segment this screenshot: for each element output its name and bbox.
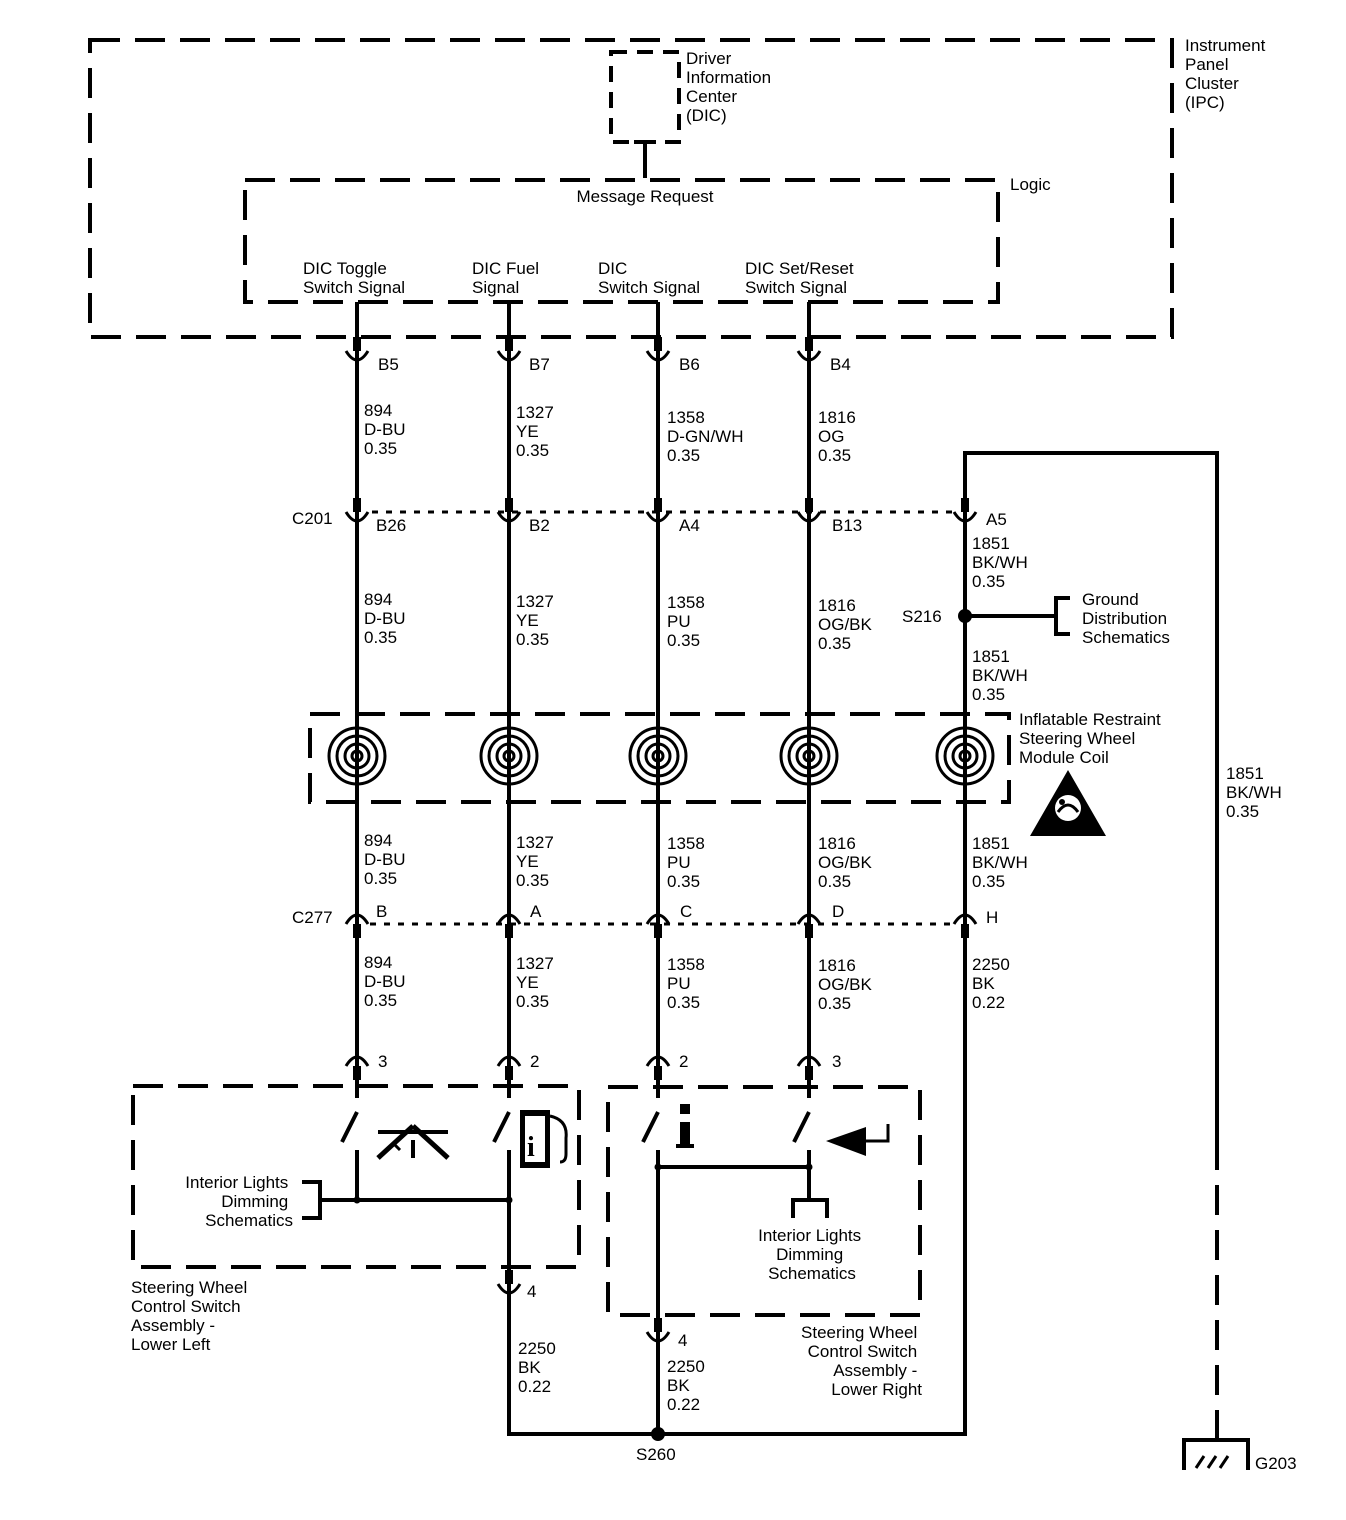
enter-arrow-icon bbox=[826, 1124, 890, 1156]
lane-road-icon bbox=[376, 1124, 450, 1160]
coil-box bbox=[308, 712, 1011, 804]
c201-pin-2: B2 bbox=[529, 516, 550, 535]
message-request-label: Message Request bbox=[576, 187, 713, 206]
c277-pin-c: C bbox=[680, 902, 692, 921]
c201-pin-1: B26 bbox=[376, 516, 406, 535]
ground-dist-ref: Ground Distribution Schematics bbox=[1082, 590, 1172, 647]
signal-toggle: DIC Toggle Switch Signal bbox=[303, 259, 405, 297]
ipc-pin-b4: B4 bbox=[830, 355, 851, 374]
s260-splice bbox=[651, 1427, 665, 1441]
signal-setreset: DIC Set/Reset Switch Signal bbox=[745, 259, 858, 297]
sw-pin-2: 2 bbox=[530, 1052, 539, 1071]
c277-pin-d: D bbox=[832, 902, 844, 921]
ground-icon bbox=[1182, 1438, 1250, 1470]
wire-trunks bbox=[355, 302, 1219, 1436]
signal-switch: DIC Switch Signal bbox=[598, 259, 700, 297]
sw-right-pin-4: 4 bbox=[678, 1331, 687, 1350]
ipc-pin-b7: B7 bbox=[529, 355, 550, 374]
sw-right-label: Steering Wheel Control Switch Assembly -… bbox=[801, 1323, 922, 1399]
sw-left-pin-4: 4 bbox=[527, 1282, 536, 1301]
c201-pin-4: B13 bbox=[832, 516, 862, 535]
coil-label: Inflatable Restraint Steering Wheel Modu… bbox=[1019, 710, 1165, 767]
lights-right-ref: Interior Lights Dimming Schematics bbox=[758, 1226, 866, 1283]
lights-left-bracket bbox=[302, 1180, 322, 1220]
c201-pin-3: A4 bbox=[679, 516, 700, 535]
ipc-pins bbox=[344, 337, 822, 362]
ipc-label: Instrument Panel Cluster (IPC) bbox=[1185, 36, 1270, 112]
s260-label: S260 bbox=[636, 1445, 676, 1464]
ipc-box bbox=[88, 38, 1174, 339]
ground-dist-bracket bbox=[1054, 596, 1070, 636]
logic-label: Logic bbox=[1010, 175, 1051, 194]
c277-pin-h: H bbox=[986, 908, 998, 927]
c277-label: C277 bbox=[292, 908, 333, 927]
junction-dot bbox=[654, 1163, 662, 1171]
fuel-pump-info-icon: i bbox=[520, 1110, 568, 1168]
dic-box bbox=[609, 50, 681, 144]
sw-pin-3: 2 bbox=[679, 1052, 688, 1071]
svg-text:i: i bbox=[527, 1132, 535, 1163]
c201-label: C201 bbox=[292, 509, 333, 528]
coil-spirals bbox=[327, 726, 995, 786]
switch-contact bbox=[340, 1111, 359, 1143]
s216-label: S216 bbox=[902, 607, 942, 626]
c277-pins bbox=[344, 913, 978, 938]
c277-pin-a: A bbox=[530, 902, 542, 921]
sw-left-label: Steering Wheel Control Switch Assembly -… bbox=[131, 1278, 252, 1354]
ipc-pin-b5: B5 bbox=[378, 355, 399, 374]
sw-pin-1: 3 bbox=[378, 1052, 387, 1071]
info-icon bbox=[676, 1104, 694, 1148]
airbag-warning-icon bbox=[1030, 770, 1106, 836]
dic-label: Driver Information Center (DIC) bbox=[686, 49, 776, 125]
switch-bottom-pins bbox=[496, 1270, 671, 1343]
junction-dot bbox=[805, 1163, 813, 1171]
ipc-pin-b6: B6 bbox=[679, 355, 700, 374]
sw-right-box bbox=[606, 1085, 922, 1317]
g203-label: G203 bbox=[1255, 1454, 1297, 1473]
c277-pin-b: B bbox=[376, 902, 387, 921]
switch-contact bbox=[641, 1111, 660, 1143]
junction-dot bbox=[505, 1196, 513, 1204]
c201-pins bbox=[344, 498, 978, 523]
logic-box bbox=[243, 178, 1000, 304]
junction-dot bbox=[353, 1196, 361, 1204]
switch-contact bbox=[492, 1111, 511, 1143]
lights-right-bracket bbox=[791, 1198, 829, 1218]
lights-left-ref: Interior Lights Dimming Schematics bbox=[185, 1173, 293, 1230]
c201-pin-5: A5 bbox=[986, 510, 1007, 529]
switch-contact bbox=[792, 1111, 811, 1143]
sw-pin-4: 3 bbox=[832, 1052, 841, 1071]
signal-fuel: DIC Fuel Signal bbox=[472, 259, 544, 297]
switch-top-pins bbox=[344, 1055, 822, 1080]
